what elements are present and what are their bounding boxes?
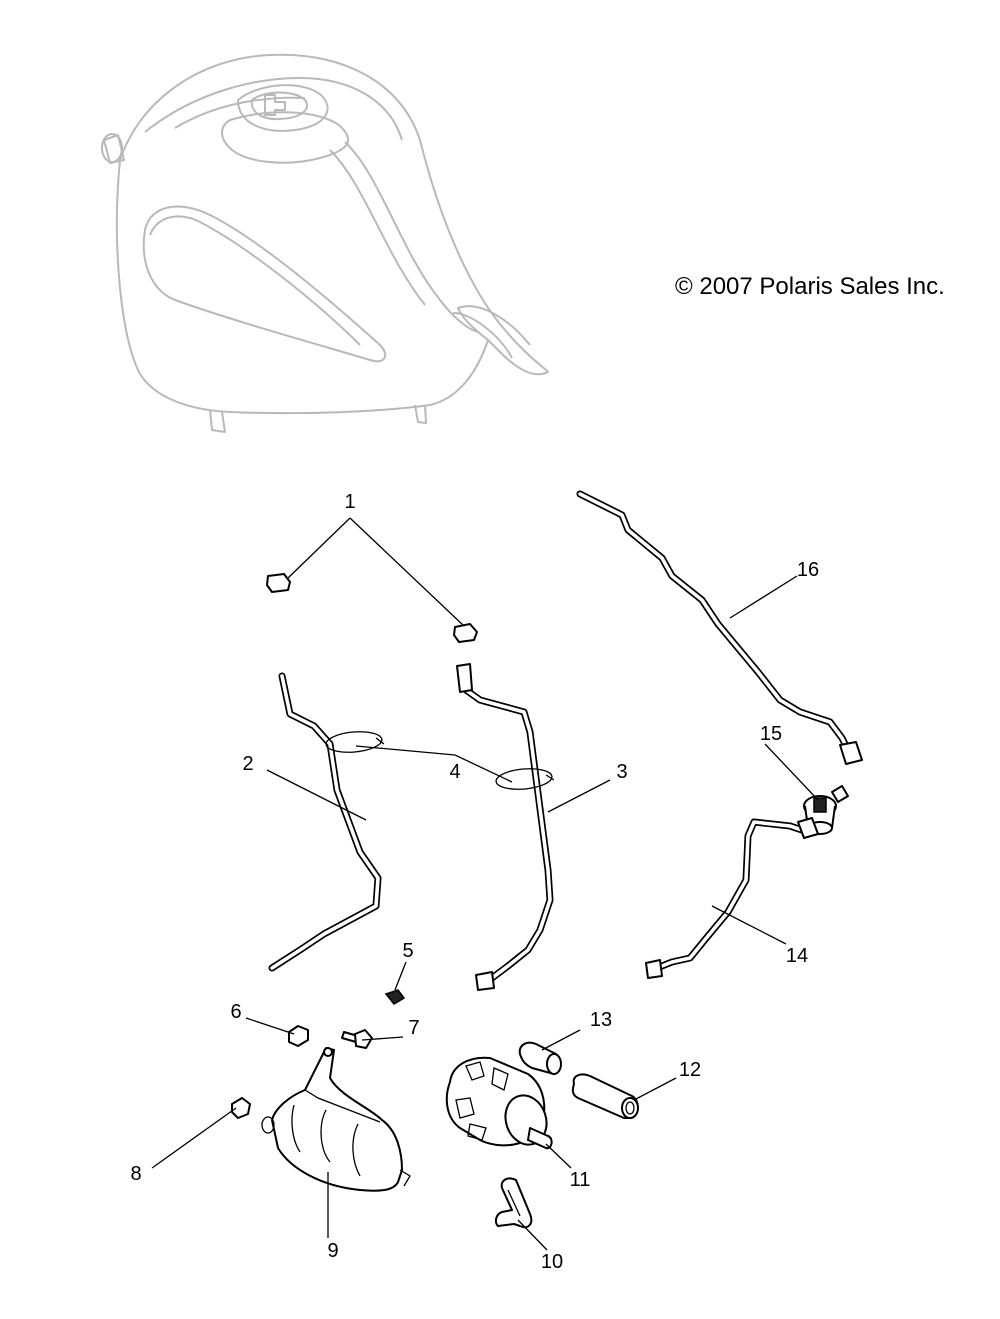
part-14-hose — [645, 817, 819, 979]
part-8-bolt — [231, 1097, 251, 1119]
callout-14: 14 — [786, 945, 808, 967]
callout-4: 4 — [449, 761, 460, 783]
callout-2: 2 — [242, 753, 253, 775]
callout-9: 9 — [327, 1240, 338, 1262]
callout-6: 6 — [230, 1001, 241, 1023]
callout-15: 15 — [760, 723, 782, 745]
part-1-fittings — [266, 573, 478, 643]
fuel-tank — [101, 53, 549, 433]
callout-3: 3 — [616, 761, 627, 783]
part-5-clip — [384, 989, 406, 1005]
callout-1: 1 — [344, 491, 355, 513]
callout-12: 12 — [679, 1059, 701, 1081]
copyright-text: © 2007 Polaris Sales Inc. — [675, 273, 945, 300]
callout-16: 16 — [797, 559, 819, 581]
callout-labels: 1 2 3 4 5 6 7 8 9 10 11 12 13 14 15 16 — [130, 491, 819, 1273]
callout-7: 7 — [408, 1017, 419, 1039]
callout-10: 10 — [541, 1251, 563, 1273]
part-16-hose — [576, 490, 863, 765]
callout-11: 11 — [570, 1169, 591, 1191]
callout-5: 5 — [402, 940, 413, 962]
part-4-clamps — [325, 731, 555, 790]
part-13-sleeve — [518, 1041, 562, 1075]
part-12-tube — [571, 1073, 639, 1119]
part-11-canister — [445, 1056, 553, 1150]
part-6-nut — [288, 1025, 309, 1047]
part-7-bolt — [341, 1029, 373, 1049]
part-10-strap — [494, 1177, 533, 1229]
part-3-hose — [456, 663, 554, 991]
part-2-hose — [268, 672, 382, 972]
part-9-bracket — [261, 1047, 411, 1192]
callout-13: 13 — [590, 1009, 612, 1031]
leader-lines — [151, 517, 819, 1251]
callout-8: 8 — [130, 1163, 141, 1185]
